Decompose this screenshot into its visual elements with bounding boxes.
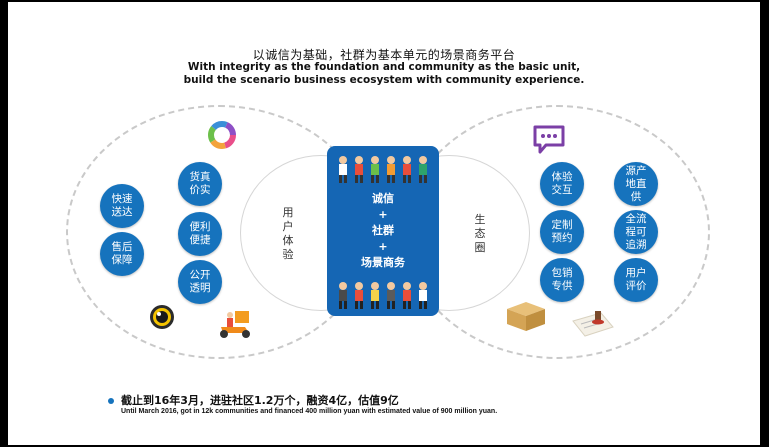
title-english-line2: build the scenario business ecosystem wi… xyxy=(183,74,585,86)
center-box: 诚信 + 社群 + 场景商务 xyxy=(327,146,439,316)
people-group-icon xyxy=(339,156,427,183)
bubble-after-sales: 售后保障 xyxy=(100,232,144,276)
bubble-convenience: 便利便捷 xyxy=(178,212,222,256)
center-line-scenario-business: 场景商务 xyxy=(361,256,405,269)
center-plus-2: + xyxy=(378,240,388,253)
diagram-canvas: 以诚信为基础，社群为基本单元的场景商务平台 With integrity as … xyxy=(8,2,760,445)
note-english: Until March 2016, got in 12k communities… xyxy=(121,408,498,415)
bubble-traceability: 全流程可追溯 xyxy=(614,210,658,254)
bubble-experience-interaction: 体验交互 xyxy=(540,162,584,206)
bubble-exclusive-supply: 包销专供 xyxy=(540,258,584,302)
bubble-genuine-price: 货真价实 xyxy=(178,162,222,206)
color-ring-icon xyxy=(208,121,236,149)
note-chinese: 截止到16年3月，进驻社区1.2万个，融资4亿，估值9亿 xyxy=(121,394,399,407)
package-box-icon xyxy=(507,302,545,331)
bubble-origin-supply: 源产地直供 xyxy=(614,162,658,206)
left-circle-label: 用户体验 xyxy=(282,206,294,261)
bubble-fast-delivery: 快速送达 xyxy=(100,184,144,228)
chat-bubble-icon xyxy=(533,125,565,154)
center-text: 诚信 + 社群 + 场景商务 xyxy=(327,191,439,271)
delivery-scooter-icon xyxy=(220,311,250,338)
people-group-icon xyxy=(339,282,427,309)
camera-lens-icon xyxy=(150,305,174,329)
center-line-community: 社群 xyxy=(372,224,394,237)
bubble-transparency: 公开透明 xyxy=(178,260,222,304)
title-chinese: 以诚信为基础，社群为基本单元的场景商务平台 xyxy=(252,48,516,62)
bubble-user-review: 用户评价 xyxy=(614,258,658,302)
right-circle-label: 生态圈 xyxy=(474,213,486,254)
center-plus-1: + xyxy=(378,208,388,221)
bubble-custom-booking: 定制预约 xyxy=(540,210,584,254)
center-line-integrity: 诚信 xyxy=(372,192,394,205)
title-english-line1: With integrity as the foundation and com… xyxy=(187,61,581,73)
note-bullet xyxy=(108,398,114,404)
document-stamp-icon xyxy=(572,311,614,337)
